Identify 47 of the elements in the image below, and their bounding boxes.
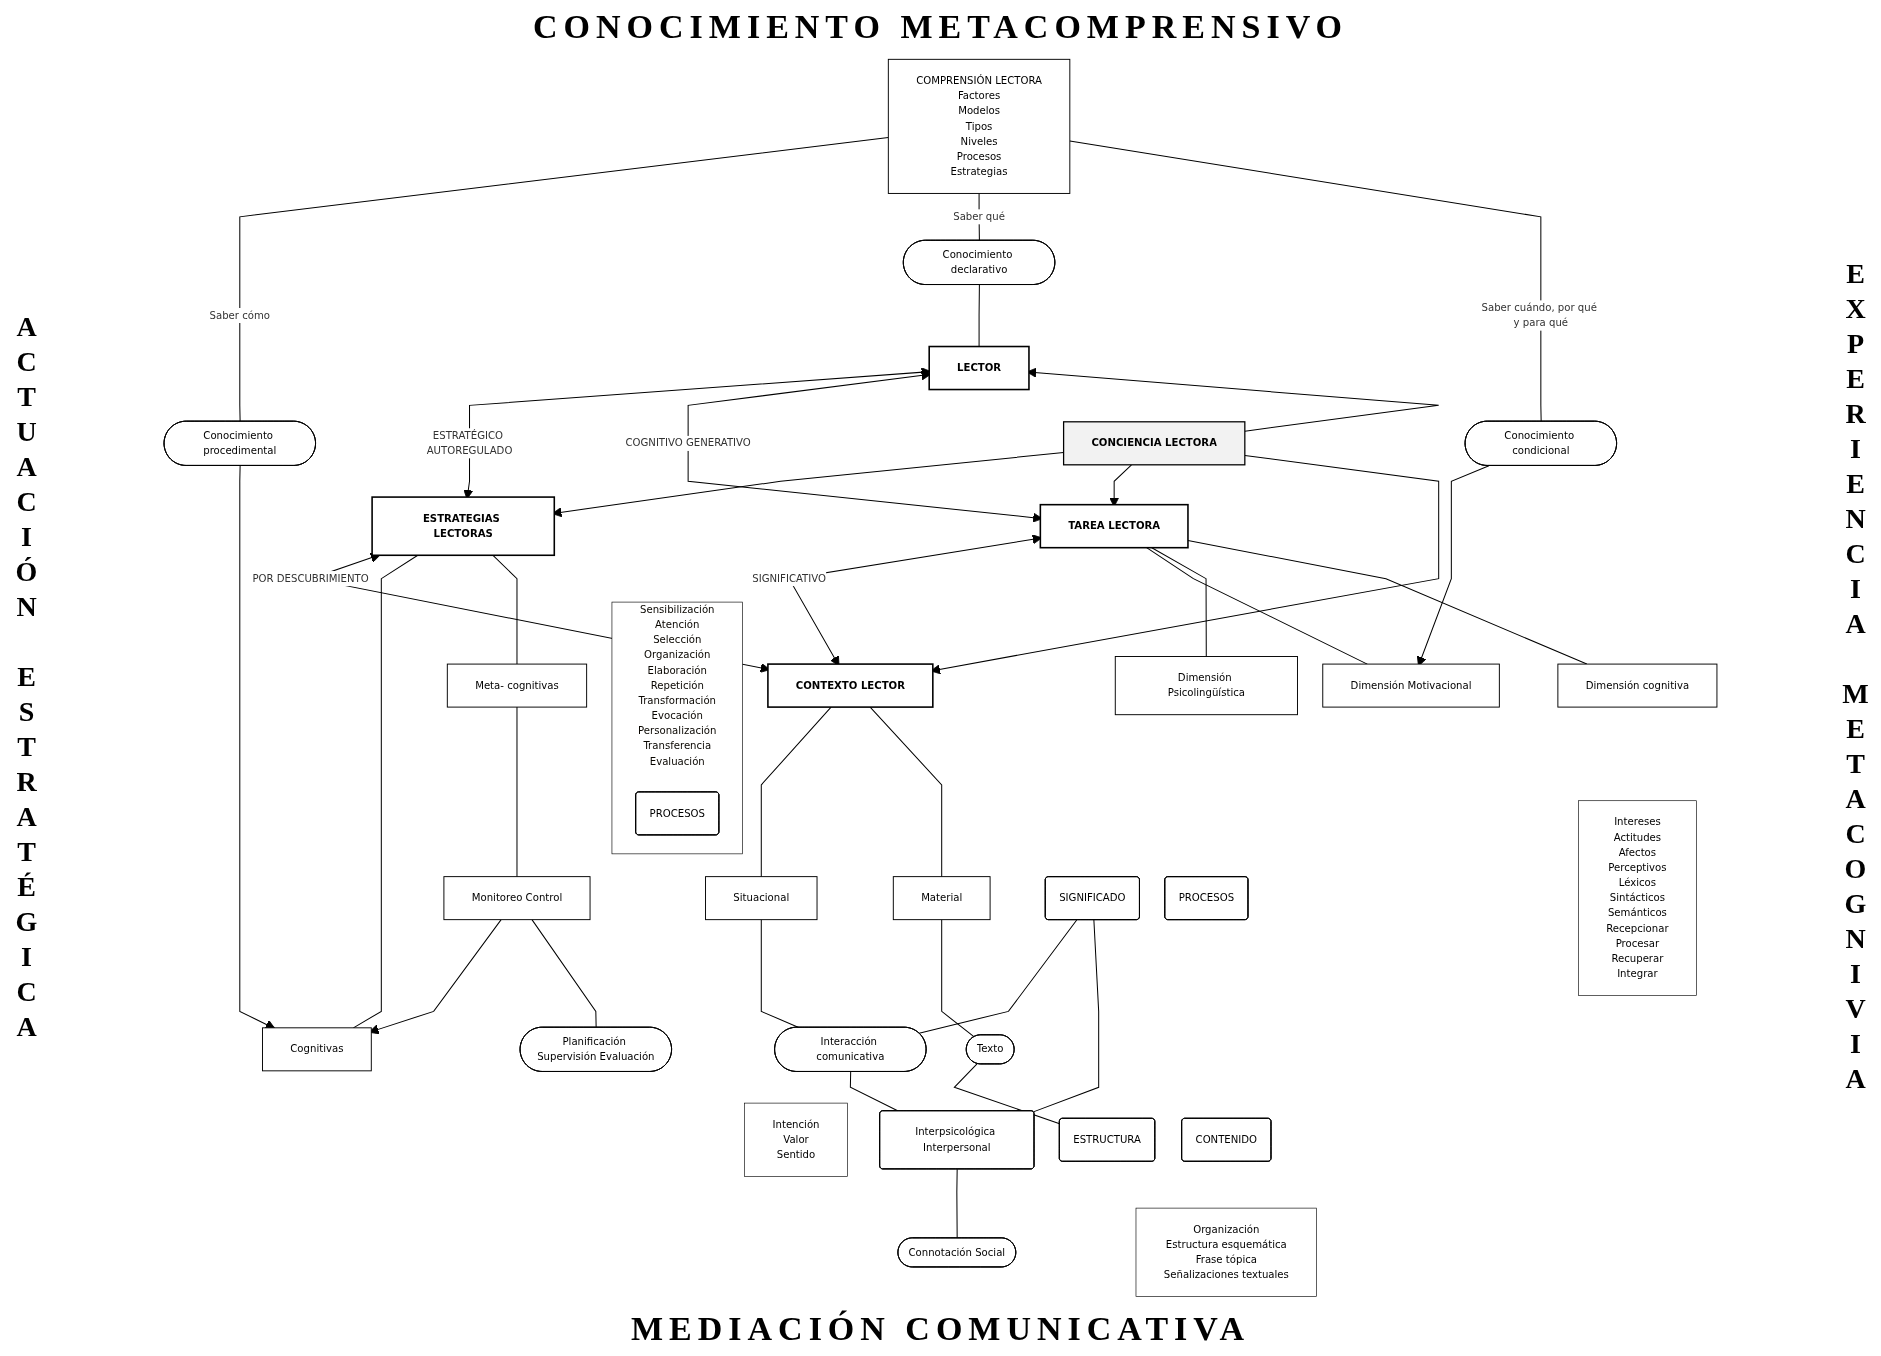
node-box: LECTOR bbox=[928, 345, 1030, 391]
side-heading: ACTUACIÓN ESTRATÉGICA bbox=[10, 310, 43, 1046]
node-box: Dimensión Psicolingüística bbox=[1114, 656, 1298, 716]
edge-label: Saber cómo bbox=[209, 309, 271, 322]
node-box: ESTRATEGIAS LECTORAS bbox=[371, 496, 556, 557]
edge-label: Saber qué bbox=[953, 210, 1005, 223]
connector bbox=[531, 919, 597, 1028]
connector bbox=[760, 919, 800, 1028]
node-box: Dimensión cognitiva bbox=[1557, 663, 1718, 708]
bottom-heading: MEDIACIÓN COMUNICATIVA bbox=[629, 1309, 1251, 1349]
node-box: COMPRENSIÓN LECTORA Factores Modelos Tipos Niveles Procesos Estrategias bbox=[887, 58, 1071, 194]
connector bbox=[760, 706, 832, 878]
connector bbox=[239, 137, 889, 422]
edge-label: POR DESCUBRIMIENTO bbox=[252, 572, 369, 585]
edge-label: Saber cuándo, por qué y para qué bbox=[1481, 301, 1597, 329]
connector bbox=[516, 706, 518, 878]
edge-label: COGNITIVO GENERATIVO bbox=[625, 436, 751, 449]
edge-label: SIGNIFICATIVO bbox=[752, 572, 826, 585]
node-box: Dimensión Motivacional bbox=[1322, 663, 1500, 708]
connector bbox=[492, 554, 518, 665]
side-heading: EXPERIENCIA METACOGNIVIA bbox=[1839, 258, 1872, 1098]
connector bbox=[1032, 919, 1100, 1113]
node-box: Intención Valor Sentido bbox=[744, 1102, 848, 1177]
connector bbox=[1146, 547, 1368, 665]
connector bbox=[352, 554, 419, 1029]
connector bbox=[956, 1168, 958, 1239]
node-box: Intereses Actitudes Afectos Perceptivos Léxicos Sintácticos Semánticos Recepcionar Procesar Recuperar Integrar bbox=[1578, 800, 1697, 996]
node-box: Organización Estructura esquemática Frase tópica Señalizaciones textuales bbox=[1135, 1207, 1317, 1297]
node-box: CONTEXTO LECTOR bbox=[767, 663, 934, 708]
node-box: Cognitivas bbox=[262, 1027, 372, 1072]
node-box: Monitoreo Control bbox=[443, 876, 591, 921]
node-box: TAREA LECTORA bbox=[1039, 503, 1189, 549]
node-box: Meta- cognitivas bbox=[446, 663, 588, 708]
connector bbox=[918, 919, 1078, 1034]
connector bbox=[941, 919, 975, 1038]
edge-label: ESTRATÉGICO AUTOREGULADO bbox=[426, 429, 513, 457]
connector bbox=[1187, 539, 1588, 665]
connector bbox=[953, 1063, 1061, 1125]
connector bbox=[869, 706, 943, 878]
node-box: Situacional bbox=[705, 876, 818, 921]
connector bbox=[978, 284, 980, 348]
node-box: Material bbox=[892, 876, 991, 921]
node-box: CONCIENCIA LECTORA bbox=[1062, 421, 1246, 466]
diagram-title: CONOCIMIENTO METACOMPRENSIVO bbox=[532, 7, 1349, 47]
connector bbox=[1069, 140, 1542, 422]
connector bbox=[1151, 547, 1207, 657]
connector bbox=[849, 1071, 899, 1112]
